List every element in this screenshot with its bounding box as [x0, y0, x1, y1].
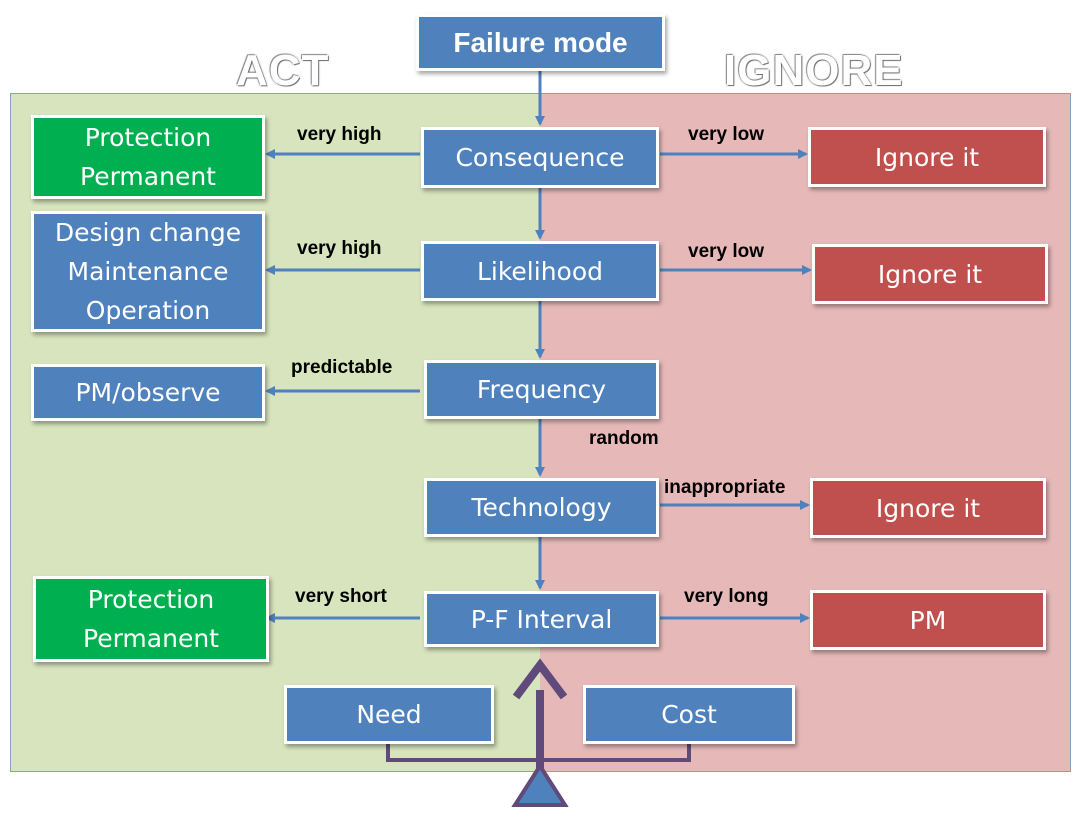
label-very-low-2: very low — [688, 241, 765, 262]
act-title: ACT — [236, 46, 330, 95]
label-very-high-1: very high — [297, 124, 382, 145]
ignore-it-box-1: Ignore it — [808, 127, 1046, 187]
protection-permanent-box-top: Protection Permanent — [31, 115, 265, 199]
design-change-box: Design change Maintenance Operation — [31, 211, 265, 332]
pf-interval-box: P-F Interval — [424, 591, 659, 647]
pm-box: PM — [810, 590, 1046, 650]
protection-permanent-box-bottom: Protection Permanent — [33, 576, 269, 662]
label-very-high-2: very high — [297, 238, 382, 259]
label-predictable: predictable — [291, 357, 393, 378]
cost-box: Cost — [583, 685, 795, 744]
failure-mode-box: Failure mode — [416, 14, 665, 71]
label-very-long: very long — [684, 586, 769, 607]
pm-observe-box: PM/observe — [31, 364, 265, 421]
ignore-zone — [540, 93, 1071, 772]
likelihood-box: Likelihood — [421, 241, 659, 301]
ignore-it-box-2: Ignore it — [812, 244, 1048, 304]
balance-fulcrum — [511, 762, 569, 807]
need-box: Need — [284, 685, 494, 744]
label-very-short: very short — [295, 586, 387, 607]
label-inappropriate: inappropriate — [664, 477, 786, 498]
balance-up-arrowhead — [512, 658, 568, 700]
frequency-box: Frequency — [424, 360, 659, 419]
balance-scale — [386, 658, 691, 807]
label-random: random — [589, 428, 659, 449]
consequence-box: Consequence — [421, 127, 659, 188]
ignore-title: IGNORE — [724, 46, 904, 95]
technology-box: Technology — [424, 478, 659, 537]
label-very-low-1: very low — [688, 124, 765, 145]
ignore-it-box-3: Ignore it — [810, 478, 1046, 538]
